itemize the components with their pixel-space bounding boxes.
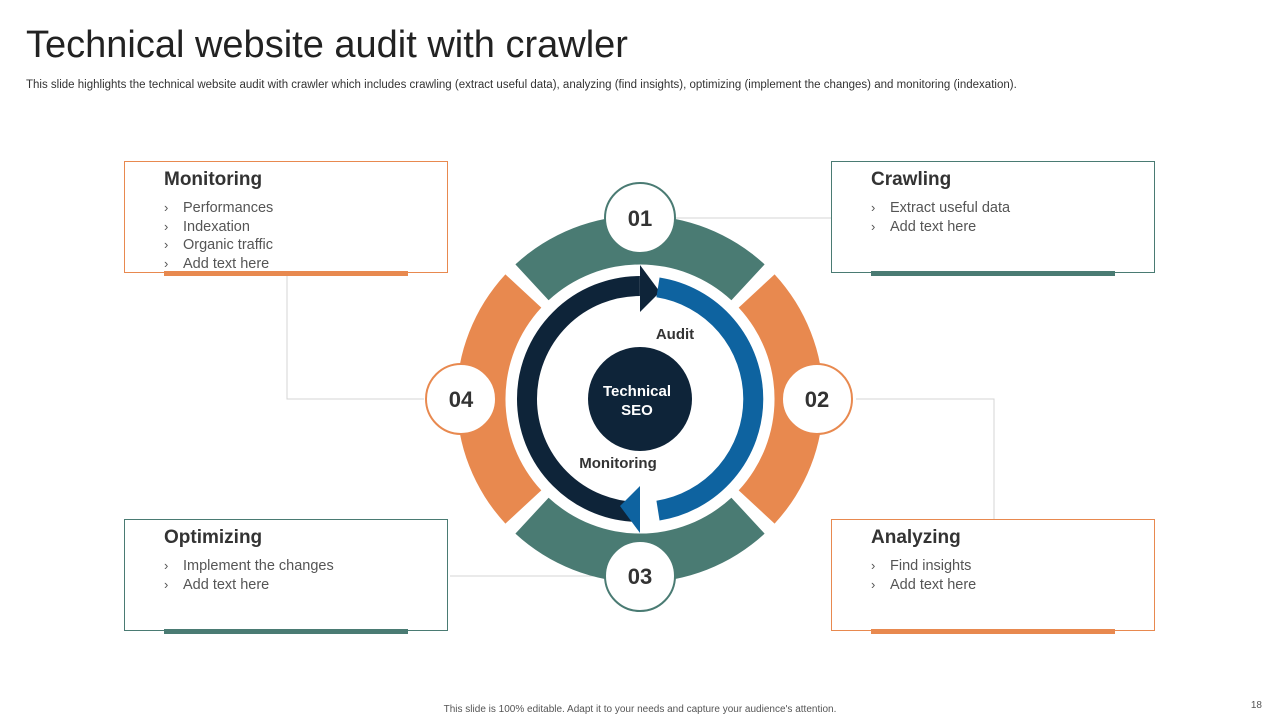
cycle-arrow-blue — [656, 277, 764, 521]
list-item: ›Organic traffic — [164, 237, 273, 253]
badge-03: 03 — [604, 540, 676, 612]
accent-bar — [871, 271, 1115, 276]
center-disc — [588, 347, 692, 451]
footer-note: This slide is 100% editable. Adapt it to… — [443, 704, 837, 715]
list-item: ›Extract useful data — [871, 200, 1011, 216]
badge-01-label: 01 — [628, 206, 652, 231]
connector-02 — [856, 398, 995, 520]
list-item: ›Add text here — [871, 576, 977, 593]
badge-04: 04 — [425, 363, 497, 435]
ring-segment-left — [456, 274, 542, 524]
step-list-optimizing: ›Implement the changes ›Add text here — [164, 557, 334, 594]
badge-01: 01 — [604, 182, 676, 254]
step-box-optimizing: Optimizing ›Implement the changes ›Add t… — [124, 519, 448, 634]
badge-02: 02 — [781, 363, 853, 435]
chevron-right-icon: › — [164, 237, 169, 252]
list-item: ›Implement the changes — [164, 558, 334, 574]
center-label-line1: Technical — [603, 383, 671, 400]
step-title-monitoring: Monitoring — [164, 169, 263, 190]
chevron-right-icon: › — [871, 200, 876, 215]
step-title-analyzing: Analyzing — [871, 527, 961, 548]
cycle-label-audit: Audit — [656, 326, 694, 343]
step-box-crawling: Crawling ›Extract useful data ›Add text … — [831, 161, 1155, 276]
arrow-head-icon — [620, 486, 640, 533]
chevron-right-icon: › — [164, 576, 169, 592]
chevron-right-icon: › — [164, 255, 169, 271]
list-item: ›Indexation — [164, 218, 250, 235]
cycle-arrow-dark — [517, 276, 641, 522]
cycle-label-monitoring: Monitoring — [579, 455, 656, 472]
accent-bar — [871, 629, 1115, 634]
slide-title: Technical website audit with crawler — [26, 24, 628, 66]
center-label-line2: SEO — [621, 402, 653, 419]
ring-segment-top — [515, 215, 765, 301]
step-title-optimizing: Optimizing — [164, 527, 263, 548]
connector-lines — [286, 217, 995, 577]
badge-04-label: 04 — [449, 387, 474, 412]
list-item: ›Find insights — [871, 558, 972, 574]
badge-02-label: 02 — [805, 387, 829, 412]
step-box-monitoring: Monitoring ›Performances ›Indexation ›Or… — [124, 161, 448, 276]
arrow-head-icon — [640, 265, 660, 312]
list-item: ›Add text here — [164, 255, 270, 272]
chevron-right-icon: › — [871, 218, 876, 234]
step-list-analyzing: ›Find insights ›Add text here — [871, 557, 976, 594]
chevron-right-icon: › — [871, 576, 876, 592]
chevron-right-icon: › — [164, 218, 169, 234]
list-item: ›Add text here — [164, 576, 270, 593]
list-item: ›Performances — [164, 200, 274, 216]
step-box-analyzing: Analyzing ›Find insights ›Add text here — [831, 519, 1155, 634]
accent-bar — [164, 271, 408, 276]
chevron-right-icon: › — [164, 200, 169, 215]
slide-subtitle: This slide highlights the technical webs… — [26, 79, 1017, 91]
connector-04 — [286, 274, 424, 400]
outer-ring: Technical SEO Audit Monitoring — [456, 215, 824, 583]
chevron-right-icon: › — [871, 558, 876, 573]
chevron-right-icon: › — [164, 558, 169, 573]
page-number: 18 — [1250, 700, 1262, 711]
accent-bar — [164, 629, 408, 634]
step-list-crawling: ›Extract useful data ›Add text here — [871, 199, 1010, 236]
step-title-crawling: Crawling — [871, 169, 952, 190]
step-list-monitoring: ›Performances ›Indexation ›Organic traff… — [164, 199, 273, 273]
list-item: ›Add text here — [871, 218, 977, 235]
badge-03-label: 03 — [628, 564, 652, 589]
